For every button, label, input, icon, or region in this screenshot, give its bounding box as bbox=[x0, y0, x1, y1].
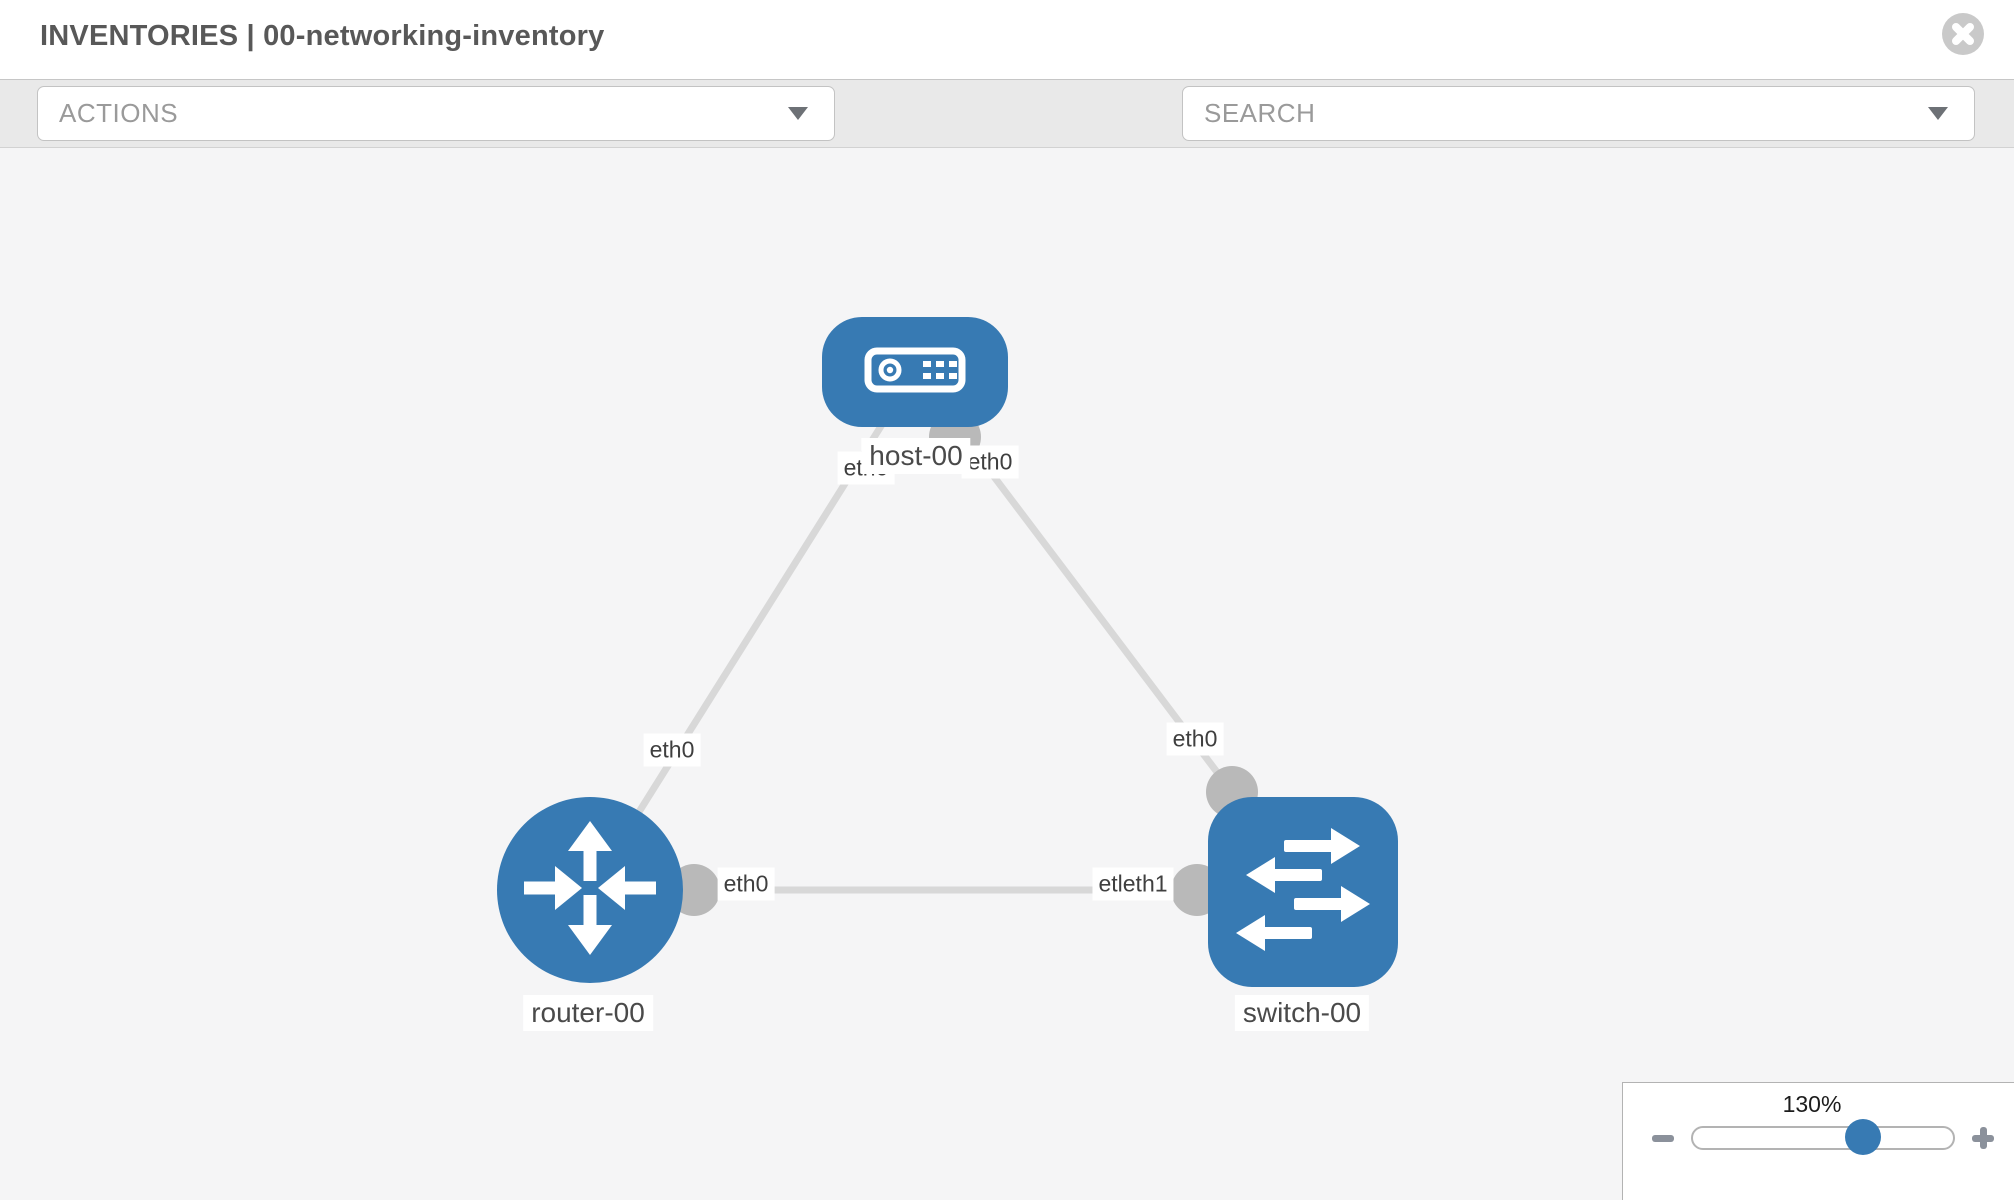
chevron-down-icon bbox=[788, 107, 808, 120]
close-button[interactable] bbox=[1941, 13, 1985, 57]
interface-label: eth0 bbox=[643, 733, 701, 767]
actions-dropdown[interactable]: ACTIONS bbox=[37, 86, 835, 141]
zoom-control-panel: 130% bbox=[1622, 1082, 2014, 1200]
zoom-slider-row bbox=[1623, 1119, 2014, 1155]
interface-label: etleth1 bbox=[1092, 867, 1174, 901]
node-host-00[interactable] bbox=[822, 317, 1008, 427]
search-dropdown-label: SEARCH bbox=[1204, 98, 1316, 128]
router-arrows-icon bbox=[497, 795, 683, 986]
host-device-icon bbox=[822, 315, 1008, 430]
node-label-host: host-00 bbox=[861, 438, 971, 474]
panel-header: INVENTORIES | 00-networking-inventory bbox=[0, 0, 2014, 79]
node-label-router: router-00 bbox=[523, 995, 653, 1031]
zoom-level-value: 130% bbox=[1782, 1091, 1842, 1117]
node-router-00[interactable] bbox=[497, 797, 683, 983]
interface-label: eth0 bbox=[961, 445, 1019, 479]
page-title: INVENTORIES | 00-networking-inventory bbox=[40, 20, 605, 52]
node-label-switch: switch-00 bbox=[1234, 995, 1370, 1031]
toolbar: ACTIONS SEARCH bbox=[0, 79, 2014, 215]
zoom-in-button[interactable] bbox=[1971, 1126, 1995, 1150]
chevron-down-icon bbox=[1928, 107, 1948, 120]
close-icon bbox=[1942, 13, 1984, 58]
actions-dropdown-label: ACTIONS bbox=[59, 98, 179, 128]
zoom-slider-track[interactable] bbox=[1691, 1119, 1955, 1155]
search-dropdown[interactable]: SEARCH bbox=[1182, 86, 1975, 141]
zoom-out-button[interactable] bbox=[1651, 1126, 1675, 1150]
node-switch-00[interactable] bbox=[1208, 797, 1398, 987]
plus-icon-v bbox=[1980, 1127, 1987, 1149]
zoom-slider-handle[interactable] bbox=[1845, 1119, 1881, 1155]
switch-arrows-icon bbox=[1208, 795, 1398, 990]
interface-label: eth0 bbox=[1166, 722, 1224, 756]
interface-label: eth0 bbox=[717, 867, 775, 901]
topology-canvas[interactable]: eth0 eth0 eth0 eth0 eth0 etleth1 host-00… bbox=[0, 148, 2014, 1200]
minus-icon bbox=[1652, 1135, 1674, 1142]
